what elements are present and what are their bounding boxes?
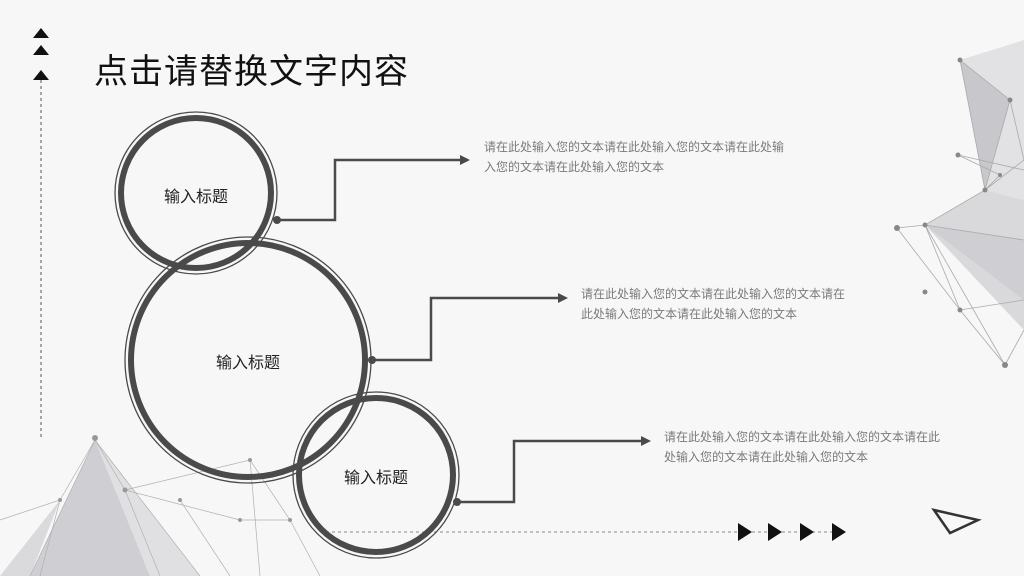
page-title[interactable]: 点击请替换文字内容: [94, 52, 409, 92]
triangle-right-icon: [738, 523, 846, 541]
item-heading[interactable]: 输入标题: [163, 187, 229, 206]
item-description[interactable]: 请在此处输入您的文本请在此处输入您的文本请在此 处输入您的文本请在此处输入您的文…: [664, 427, 940, 467]
polygon-network-decoration: [0, 435, 321, 576]
triangle-outline-icon: [931, 508, 982, 535]
arrow-right-icon: [558, 293, 568, 303]
circle-1: [114, 111, 278, 275]
triangle-up-icon: [33, 28, 49, 80]
connector-1: [277, 158, 462, 222]
connector-3: [457, 439, 643, 504]
item-heading[interactable]: 输入标题: [343, 468, 409, 487]
circle-3: [292, 391, 460, 559]
item-description[interactable]: 请在此处输入您的文本请在此处输入您的文本请在 此处输入您的文本请在此处输入您的文…: [581, 284, 845, 324]
description-line: 请在此处输入您的文本请在此处输入您的文本请在此: [664, 430, 941, 444]
polygon-network-decoration: [894, 40, 1024, 368]
item-description[interactable]: 请在此处输入您的文本请在此处输入您的文本请在此处输 入您的文本请在此处输入您的文…: [484, 137, 784, 177]
item-heading[interactable]: 输入标题: [215, 353, 281, 372]
description-line: 请在此处输入您的文本请在此处输入您的文本请在: [581, 287, 846, 301]
description-line: 入您的文本请在此处输入您的文本: [484, 160, 665, 174]
description-line: 请在此处输入您的文本请在此处输入您的文本请在此处输: [484, 140, 785, 154]
arrow-right-icon: [641, 436, 651, 446]
connector-2: [372, 296, 560, 362]
arrow-right-icon: [460, 155, 470, 165]
description-line: 处输入您的文本请在此处输入您的文本: [664, 450, 869, 464]
description-line: 此处输入您的文本请在此处输入您的文本: [581, 307, 798, 321]
